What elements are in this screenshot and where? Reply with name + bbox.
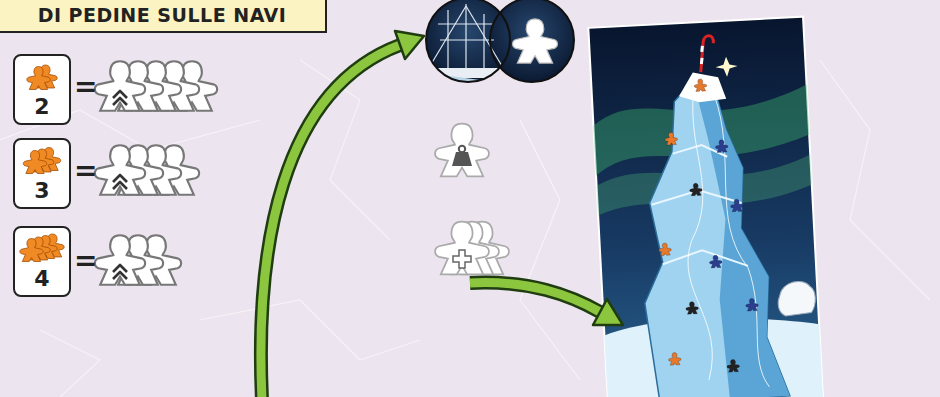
white-meeple <box>513 19 558 63</box>
climber <box>689 183 702 196</box>
player-count: 3 <box>34 179 49 203</box>
snow-cap <box>678 71 727 103</box>
climb-card <box>588 17 824 397</box>
green-arrow <box>470 283 623 325</box>
white-meeple-stack <box>95 61 217 110</box>
climber <box>745 298 758 311</box>
weight-ring <box>459 146 465 152</box>
ship-masts <box>430 4 502 68</box>
card-face <box>588 17 824 397</box>
arrow-outline <box>261 45 400 397</box>
white-meeple-stack <box>95 145 199 194</box>
ship <box>420 4 515 90</box>
meeple-circle <box>490 0 574 82</box>
equals-sign: = <box>74 156 97 186</box>
green-arrow <box>261 31 424 397</box>
heading-banner: DI PEDINE SULLE NAVI <box>0 0 327 33</box>
climber <box>668 352 681 365</box>
chevron <box>113 91 127 105</box>
orange-meeple <box>27 67 50 90</box>
cane-stripes <box>700 46 703 64</box>
chevron <box>113 175 127 189</box>
rope <box>679 90 714 381</box>
ice-crack <box>40 330 100 397</box>
circle-border <box>426 0 510 82</box>
ice-shade <box>693 76 790 397</box>
equals-sign: = <box>74 246 97 276</box>
ship-circles <box>420 0 574 90</box>
mast <box>447 10 448 68</box>
white-meeple <box>435 222 489 275</box>
mast <box>483 14 484 68</box>
climber <box>686 301 699 314</box>
rope <box>714 92 769 389</box>
orange-meeple-icon <box>15 231 69 267</box>
white-meeple <box>95 145 145 194</box>
arrow-shaft <box>470 283 600 312</box>
ice-ledges <box>649 143 748 271</box>
player-count-card: 4 <box>13 226 71 297</box>
white-meeple <box>95 235 145 284</box>
ice-crack <box>520 120 580 380</box>
ice-tower <box>633 76 790 397</box>
climber <box>727 359 740 372</box>
player-count-card: 2 <box>13 54 71 125</box>
plus-meeple-stack <box>435 222 509 275</box>
banner-title: DI PEDINE SULLE NAVI <box>38 4 287 26</box>
climber <box>715 140 728 153</box>
chevron-marks <box>113 91 127 279</box>
ice-crack <box>820 60 930 300</box>
rigging <box>466 6 502 66</box>
polar-bear <box>777 281 816 317</box>
arrow-shaft <box>261 45 400 397</box>
climbers <box>650 76 762 375</box>
white-meeple-stack <box>95 235 181 284</box>
climber <box>709 255 722 268</box>
player-count: 4 <box>34 267 49 291</box>
circle-border <box>490 0 574 82</box>
yard <box>438 23 494 24</box>
white-meeple <box>435 124 489 177</box>
arrow-head <box>593 299 623 325</box>
orange-meeple-icon <box>15 59 69 95</box>
orange-meeple <box>20 239 43 262</box>
weight-icon <box>452 152 472 166</box>
ice-crack <box>200 300 420 360</box>
arrow-outline <box>470 283 600 312</box>
orange-meeple <box>23 151 46 174</box>
climber <box>665 132 678 145</box>
equals-sign: = <box>74 72 97 102</box>
arrow-head <box>395 31 424 59</box>
plus-icon <box>453 250 471 268</box>
climber <box>658 243 671 256</box>
white-meeple <box>95 61 145 110</box>
player-count-card: 3 <box>13 138 71 209</box>
candy-cane <box>699 36 715 72</box>
mast <box>465 4 466 68</box>
climber <box>694 79 707 92</box>
climber <box>730 199 743 212</box>
sparkle <box>715 56 738 77</box>
player-count: 2 <box>34 95 49 119</box>
meeple-in-circle <box>513 19 558 63</box>
chevron <box>113 265 127 279</box>
orange-meeple-icon <box>15 143 69 179</box>
weighted-meeple <box>435 124 489 177</box>
